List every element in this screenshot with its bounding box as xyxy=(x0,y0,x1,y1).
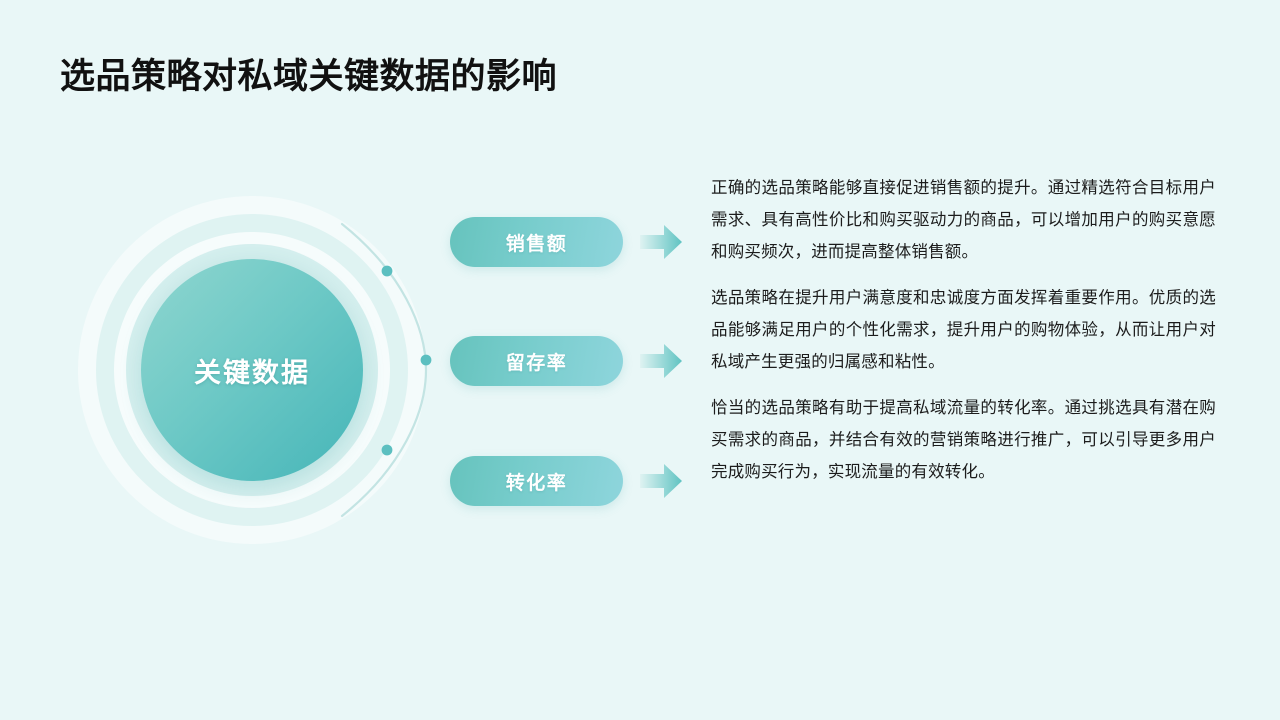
hub-circle: 关键数据 xyxy=(141,259,363,481)
metric-pill-label: 留存率 xyxy=(505,352,568,374)
metric-pill-conversion[interactable]: 转化率 xyxy=(450,456,623,506)
arrow-right-icon xyxy=(638,342,684,380)
metric-row-sales: 销售额 xyxy=(450,217,685,267)
arrow-right-icon xyxy=(638,223,684,261)
hub-label: 关键数据 xyxy=(194,357,310,388)
arrow-right-icon xyxy=(638,462,684,500)
metric-pill-sales[interactable]: 销售额 xyxy=(450,217,623,267)
metric-row-retention: 留存率 xyxy=(450,336,685,386)
description-paragraph-retention: 选品策略在提升用户满意度和忠诚度方面发挥着重要作用。优质的选品能够满足用户的个性… xyxy=(711,289,1216,371)
page-title: 选品策略对私域关键数据的影响 xyxy=(60,57,558,96)
metric-pill-label: 销售额 xyxy=(505,233,568,255)
metric-pill-label: 转化率 xyxy=(505,472,568,494)
metric-pill-retention[interactable]: 留存率 xyxy=(450,336,623,386)
description-column: 正确的选品策略能够直接促进销售额的提升。通过精选符合目标用户需求、具有高性价比和… xyxy=(711,172,1216,488)
description-paragraph-sales: 正确的选品策略能够直接促进销售额的提升。通过精选符合目标用户需求、具有高性价比和… xyxy=(711,179,1216,261)
metric-row-conversion: 转化率 xyxy=(450,456,685,506)
description-paragraph-conversion: 恰当的选品策略有助于提高私域流量的转化率。通过挑选具有潜在购买需求的商品，并结合… xyxy=(711,399,1216,481)
